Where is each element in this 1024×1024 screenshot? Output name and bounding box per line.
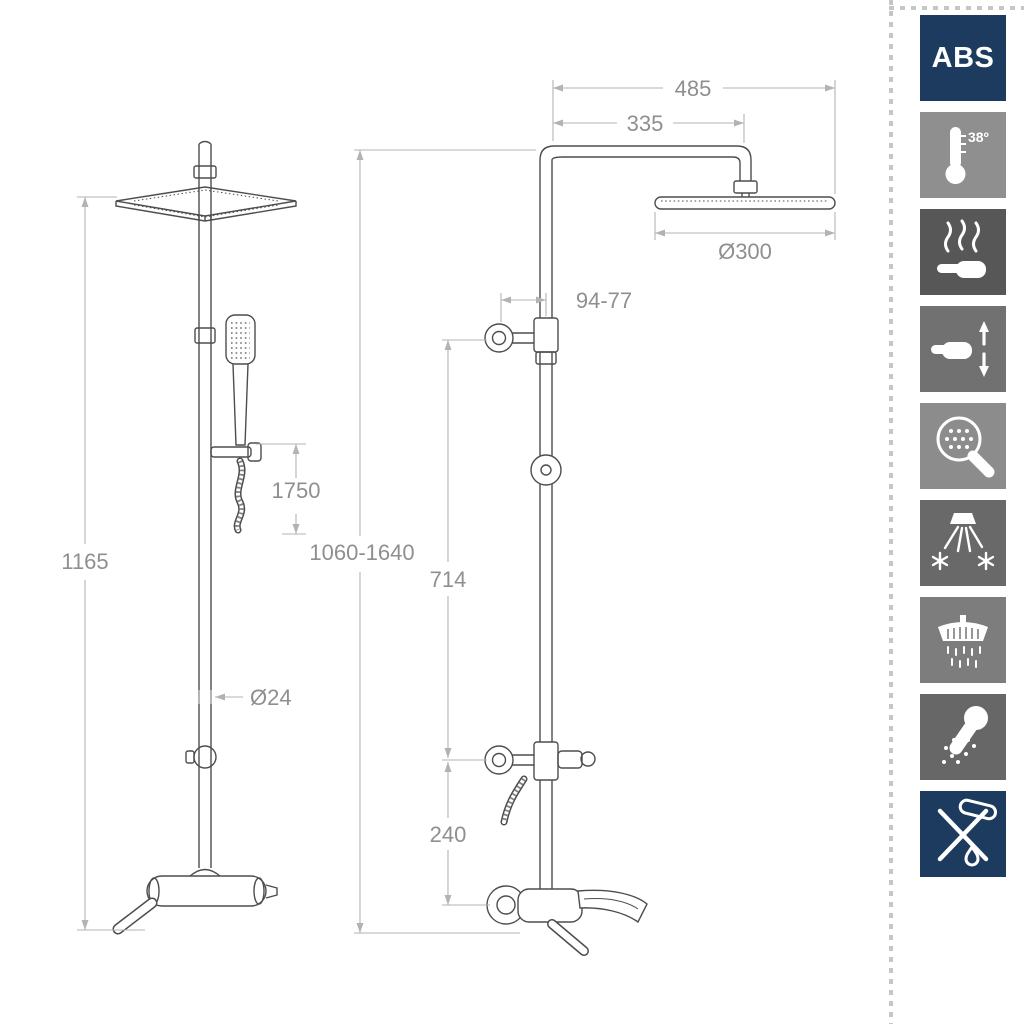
nozzle-finger-icon: [936, 416, 995, 478]
dim-hand-height: 1750: [272, 478, 321, 503]
dim-head-diameter: Ø300: [718, 239, 772, 264]
dotted-separator-horizontal: [889, 6, 1024, 10]
dim-top-width: 485: [675, 76, 712, 101]
side-view-drawing: [484, 145, 836, 956]
badge-hand-shower: [920, 694, 1006, 780]
badge-abs-material: ABS: [920, 15, 1006, 101]
dim-column-range: 1060-1640: [309, 540, 414, 565]
dim-mid-segment: 714: [430, 567, 467, 592]
dim-wall-offset: 94-77: [576, 288, 632, 313]
dimension-lines: [77, 80, 836, 934]
dim-bottom-segment: 240: [430, 822, 467, 847]
badge-rain-shower: [920, 597, 1006, 683]
crossed-tube-icon: [937, 798, 998, 867]
front-view-drawing: [112, 140, 297, 935]
dim-pipe-diameter: Ø24: [250, 685, 292, 710]
hand-arrows-icon: [931, 321, 989, 377]
rain-head-icon: [938, 615, 988, 668]
badge-no-leak: [920, 791, 1006, 877]
abs-label: ABS: [931, 41, 995, 74]
badge-adjustable-flow: [920, 306, 1006, 392]
hand-shower-icon: [942, 706, 988, 764]
thermometer-icon: 38º: [945, 127, 989, 184]
dim-total-height: 1165: [61, 549, 108, 574]
feature-badges: ABS 38º: [920, 15, 1006, 877]
badge-easy-clean-nozzles: [920, 403, 1006, 489]
dim-arm-length: 335: [627, 111, 664, 136]
dotted-separator-vertical: [889, 0, 893, 1024]
dimension-arrows: [81, 84, 835, 933]
badge-thermostatic-38: 38º: [920, 112, 1006, 198]
steam-hand-icon: [937, 219, 986, 278]
badge-anti-scald-hand: [920, 209, 1006, 295]
temperature-label: 38º: [968, 129, 989, 145]
badge-anti-limescale-spray: [920, 500, 1006, 586]
spray-snowflake-icon: [931, 513, 995, 571]
